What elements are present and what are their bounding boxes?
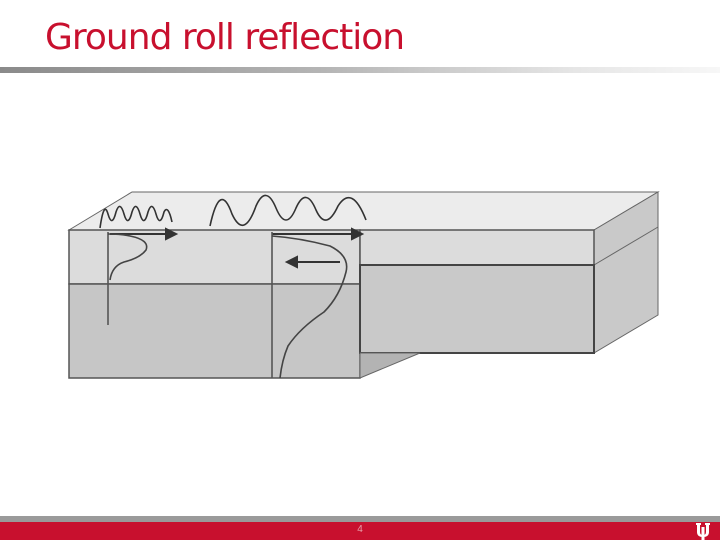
upper-layer-extension <box>359 229 595 266</box>
footer-red-bar <box>0 522 720 540</box>
upper-layer <box>68 229 361 285</box>
title-rule <box>0 67 720 73</box>
wavetrain-large-icon <box>209 194 367 227</box>
slide-title: Ground roll reflection <box>45 17 405 58</box>
lower-layer <box>68 283 361 379</box>
footer-gray-bar <box>0 516 720 522</box>
university-logo-icon <box>696 523 710 540</box>
reflector-block <box>359 264 595 354</box>
amplitude-decay-curve <box>271 235 348 379</box>
arrow-icon <box>272 227 365 241</box>
amplitude-decay-curve <box>107 233 148 281</box>
block-top-surface <box>67 191 660 231</box>
wavetrain-small-icon <box>99 205 173 229</box>
page-number: 4 <box>357 524 363 535</box>
arrow-icon <box>284 255 340 269</box>
step-face <box>359 352 421 379</box>
